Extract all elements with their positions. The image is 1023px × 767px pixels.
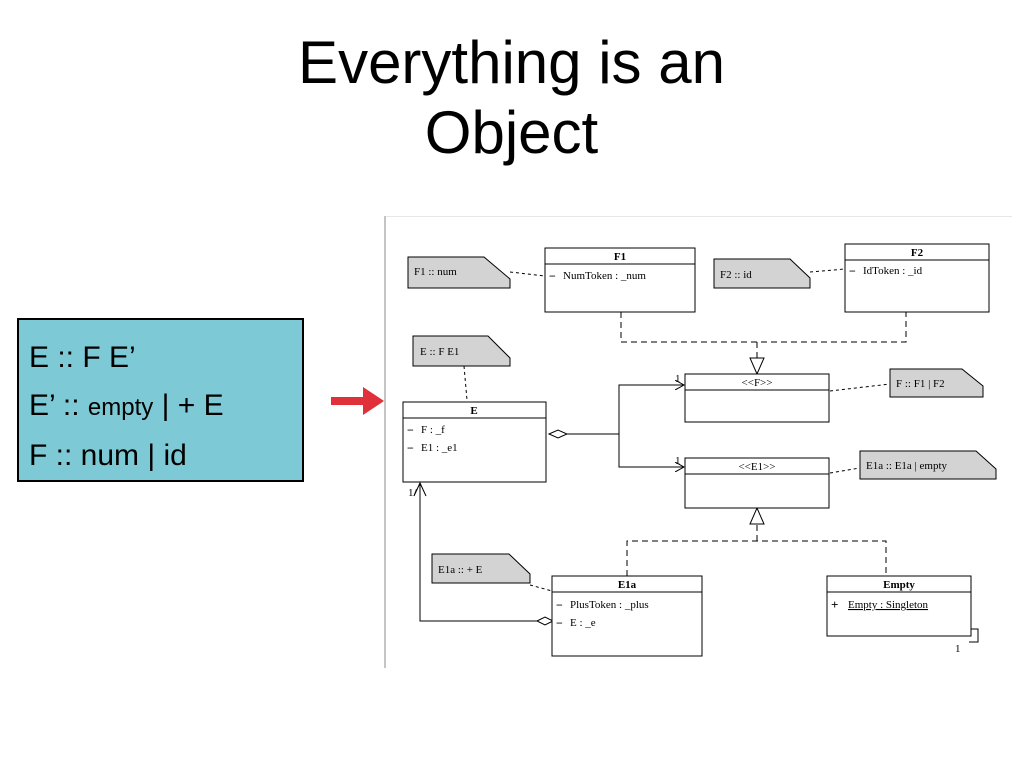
f-realization-path	[620, 312, 907, 358]
f-note: F :: F1 | F2	[889, 368, 984, 398]
class-empty-attr: Empty : Singleton	[848, 599, 929, 611]
title-line-2: Object	[424, 99, 599, 166]
class-f1: F1 − NumToken : _num	[544, 247, 696, 313]
slide-title: Everything is an Object	[0, 28, 1023, 168]
title-line-1: Everything is an	[298, 29, 725, 96]
arrow-to-e	[413, 481, 427, 497]
class-e: E − F : _f − E1 : _e1	[402, 401, 547, 483]
f-note-link	[829, 383, 891, 392]
minus-icon: −	[556, 616, 563, 630]
class-e1a: E1a − PlusToken : _plus − E : _e	[551, 575, 703, 657]
f2-note: F2 :: id	[713, 258, 811, 289]
f-realization-triangle	[749, 357, 765, 376]
class-f-interface: <<F>>	[684, 373, 830, 423]
e-note-link	[463, 365, 468, 401]
e1a-aggregation-path	[419, 484, 537, 622]
class-e1a-attr-2: E : _e	[570, 617, 596, 629]
empty-self-reference	[966, 628, 979, 643]
red-arrow-icon	[331, 387, 384, 415]
grammar-box: E :: F E’ E’ :: empty | + E F :: num | i…	[17, 318, 304, 482]
e-note: E :: F E1	[412, 335, 511, 367]
e1a-note-link	[529, 584, 553, 592]
f-note-text: F :: F1 | F2	[896, 378, 945, 390]
minus-icon: −	[849, 264, 856, 278]
e-note-text: E :: F E1	[420, 346, 459, 358]
class-empty-name: Empty	[883, 579, 915, 591]
e-aggregation-path	[549, 384, 683, 468]
plus-icon: +	[831, 597, 838, 612]
uml-class-diagram: F1 :: num F2 :: id E :: F E1 F :: F1 | F…	[384, 215, 1012, 668]
class-e1a-name: E1a	[618, 579, 637, 591]
grammar-line-2-suffix: | + E	[153, 389, 224, 422]
class-f-name: <<F>>	[742, 377, 773, 389]
uml-diagram-canvas: F1 :: num F2 :: id E :: F E1 F :: F1 | F…	[384, 215, 1012, 668]
class-e1a-attr-1: PlusToken : _plus	[570, 599, 649, 611]
class-f2-name: F2	[911, 247, 924, 259]
f1-note: F1 :: num	[407, 256, 511, 289]
e1-multiplicity: 1	[675, 455, 681, 467]
class-e1-interface: <<E1>>	[684, 457, 830, 509]
e1a-note: E1a :: + E	[431, 553, 531, 584]
grammar-line-1: E :: F E’	[29, 341, 136, 374]
e-multiplicity: 1/	[408, 487, 418, 499]
grammar-line-2-empty: empty	[87, 394, 154, 421]
e1-note-link	[829, 467, 861, 474]
class-f1-attr: NumToken : _num	[563, 270, 646, 282]
minus-icon: −	[407, 441, 414, 455]
class-e-attr-1: F : _f	[421, 424, 445, 436]
f2-note-text: F2 :: id	[720, 269, 752, 281]
e1-realization-path	[626, 524, 887, 576]
minus-icon: −	[549, 269, 556, 283]
empty-multiplicity: 1	[955, 643, 961, 655]
e1-realization-triangle	[749, 506, 765, 525]
class-e-name: E	[470, 405, 477, 417]
class-empty: Empty + Empty : Singleton	[826, 575, 972, 637]
class-f1-name: F1	[614, 251, 626, 263]
class-f2: F2 − IdToken : _id	[844, 243, 990, 313]
e-aggregation-diamond	[547, 429, 569, 439]
e1-note: E1a :: E1a | empty	[859, 450, 997, 480]
f-multiplicity: 1	[675, 373, 681, 385]
minus-icon: −	[556, 598, 563, 612]
grammar-line-3: F :: num | id	[29, 439, 187, 472]
grammar-line-2: E’ :: empty | + E	[29, 382, 302, 432]
class-e1-name: <<E1>>	[738, 461, 775, 473]
minus-icon: −	[407, 423, 414, 437]
f2-note-link	[809, 268, 846, 273]
e1a-aggregation-diamond	[535, 616, 555, 626]
f1-note-text: F1 :: num	[414, 266, 457, 278]
e1-note-text: E1a :: E1a | empty	[866, 460, 948, 472]
e1a-note-text: E1a :: + E	[438, 564, 483, 576]
class-e-attr-2: E1 : _e1	[421, 442, 458, 454]
class-f2-attr: IdToken : _id	[863, 265, 923, 277]
grammar-line-2-prefix: E’ ::	[29, 389, 88, 422]
f1-note-link	[509, 271, 546, 277]
